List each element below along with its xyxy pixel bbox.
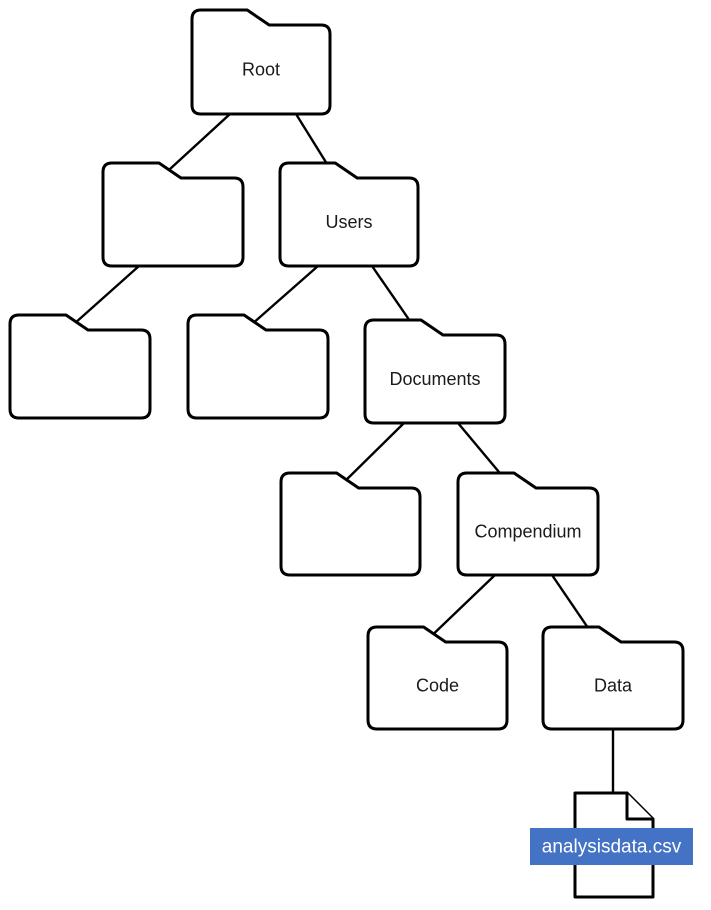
tree-node-code[interactable]: Code — [366, 625, 509, 731]
tree-node-folder-unlabeled-d[interactable] — [279, 471, 422, 577]
badges-layer: analysisdata.csv — [530, 828, 693, 865]
tree-node-root[interactable]: Root — [190, 8, 332, 116]
tree-node-folder-unlabeled-a[interactable] — [101, 161, 245, 268]
tree-edge-compendium-to-code — [422, 574, 496, 645]
folder-icon — [186, 313, 330, 420]
folder-icon — [366, 625, 509, 731]
folder-icon — [363, 318, 507, 425]
tree-node-users[interactable]: Users — [278, 161, 420, 268]
file-name-badge-background — [530, 828, 693, 865]
tree-node-data[interactable]: Data — [541, 625, 685, 731]
folder-icon — [541, 625, 685, 731]
folder-icon — [101, 161, 245, 268]
folder-icon — [279, 471, 422, 577]
tree-node-folder-unlabeled-c[interactable] — [186, 313, 330, 420]
tree-edge-users-to-folder-unlabeled-c — [242, 265, 319, 333]
file-name-badge-analysisdata[interactable]: analysisdata.csv — [530, 828, 693, 865]
folder-icon — [8, 313, 152, 420]
edges-layer — [64, 113, 615, 793]
tree-node-folder-unlabeled-b[interactable] — [8, 313, 152, 420]
tree-node-compendium[interactable]: Compendium — [456, 471, 600, 577]
file-fold-corner-icon — [625, 791, 655, 821]
tree-node-documents[interactable]: Documents — [363, 318, 507, 425]
folder-icon — [456, 471, 600, 577]
folder-icon — [278, 161, 420, 268]
folder-icon — [190, 8, 332, 116]
